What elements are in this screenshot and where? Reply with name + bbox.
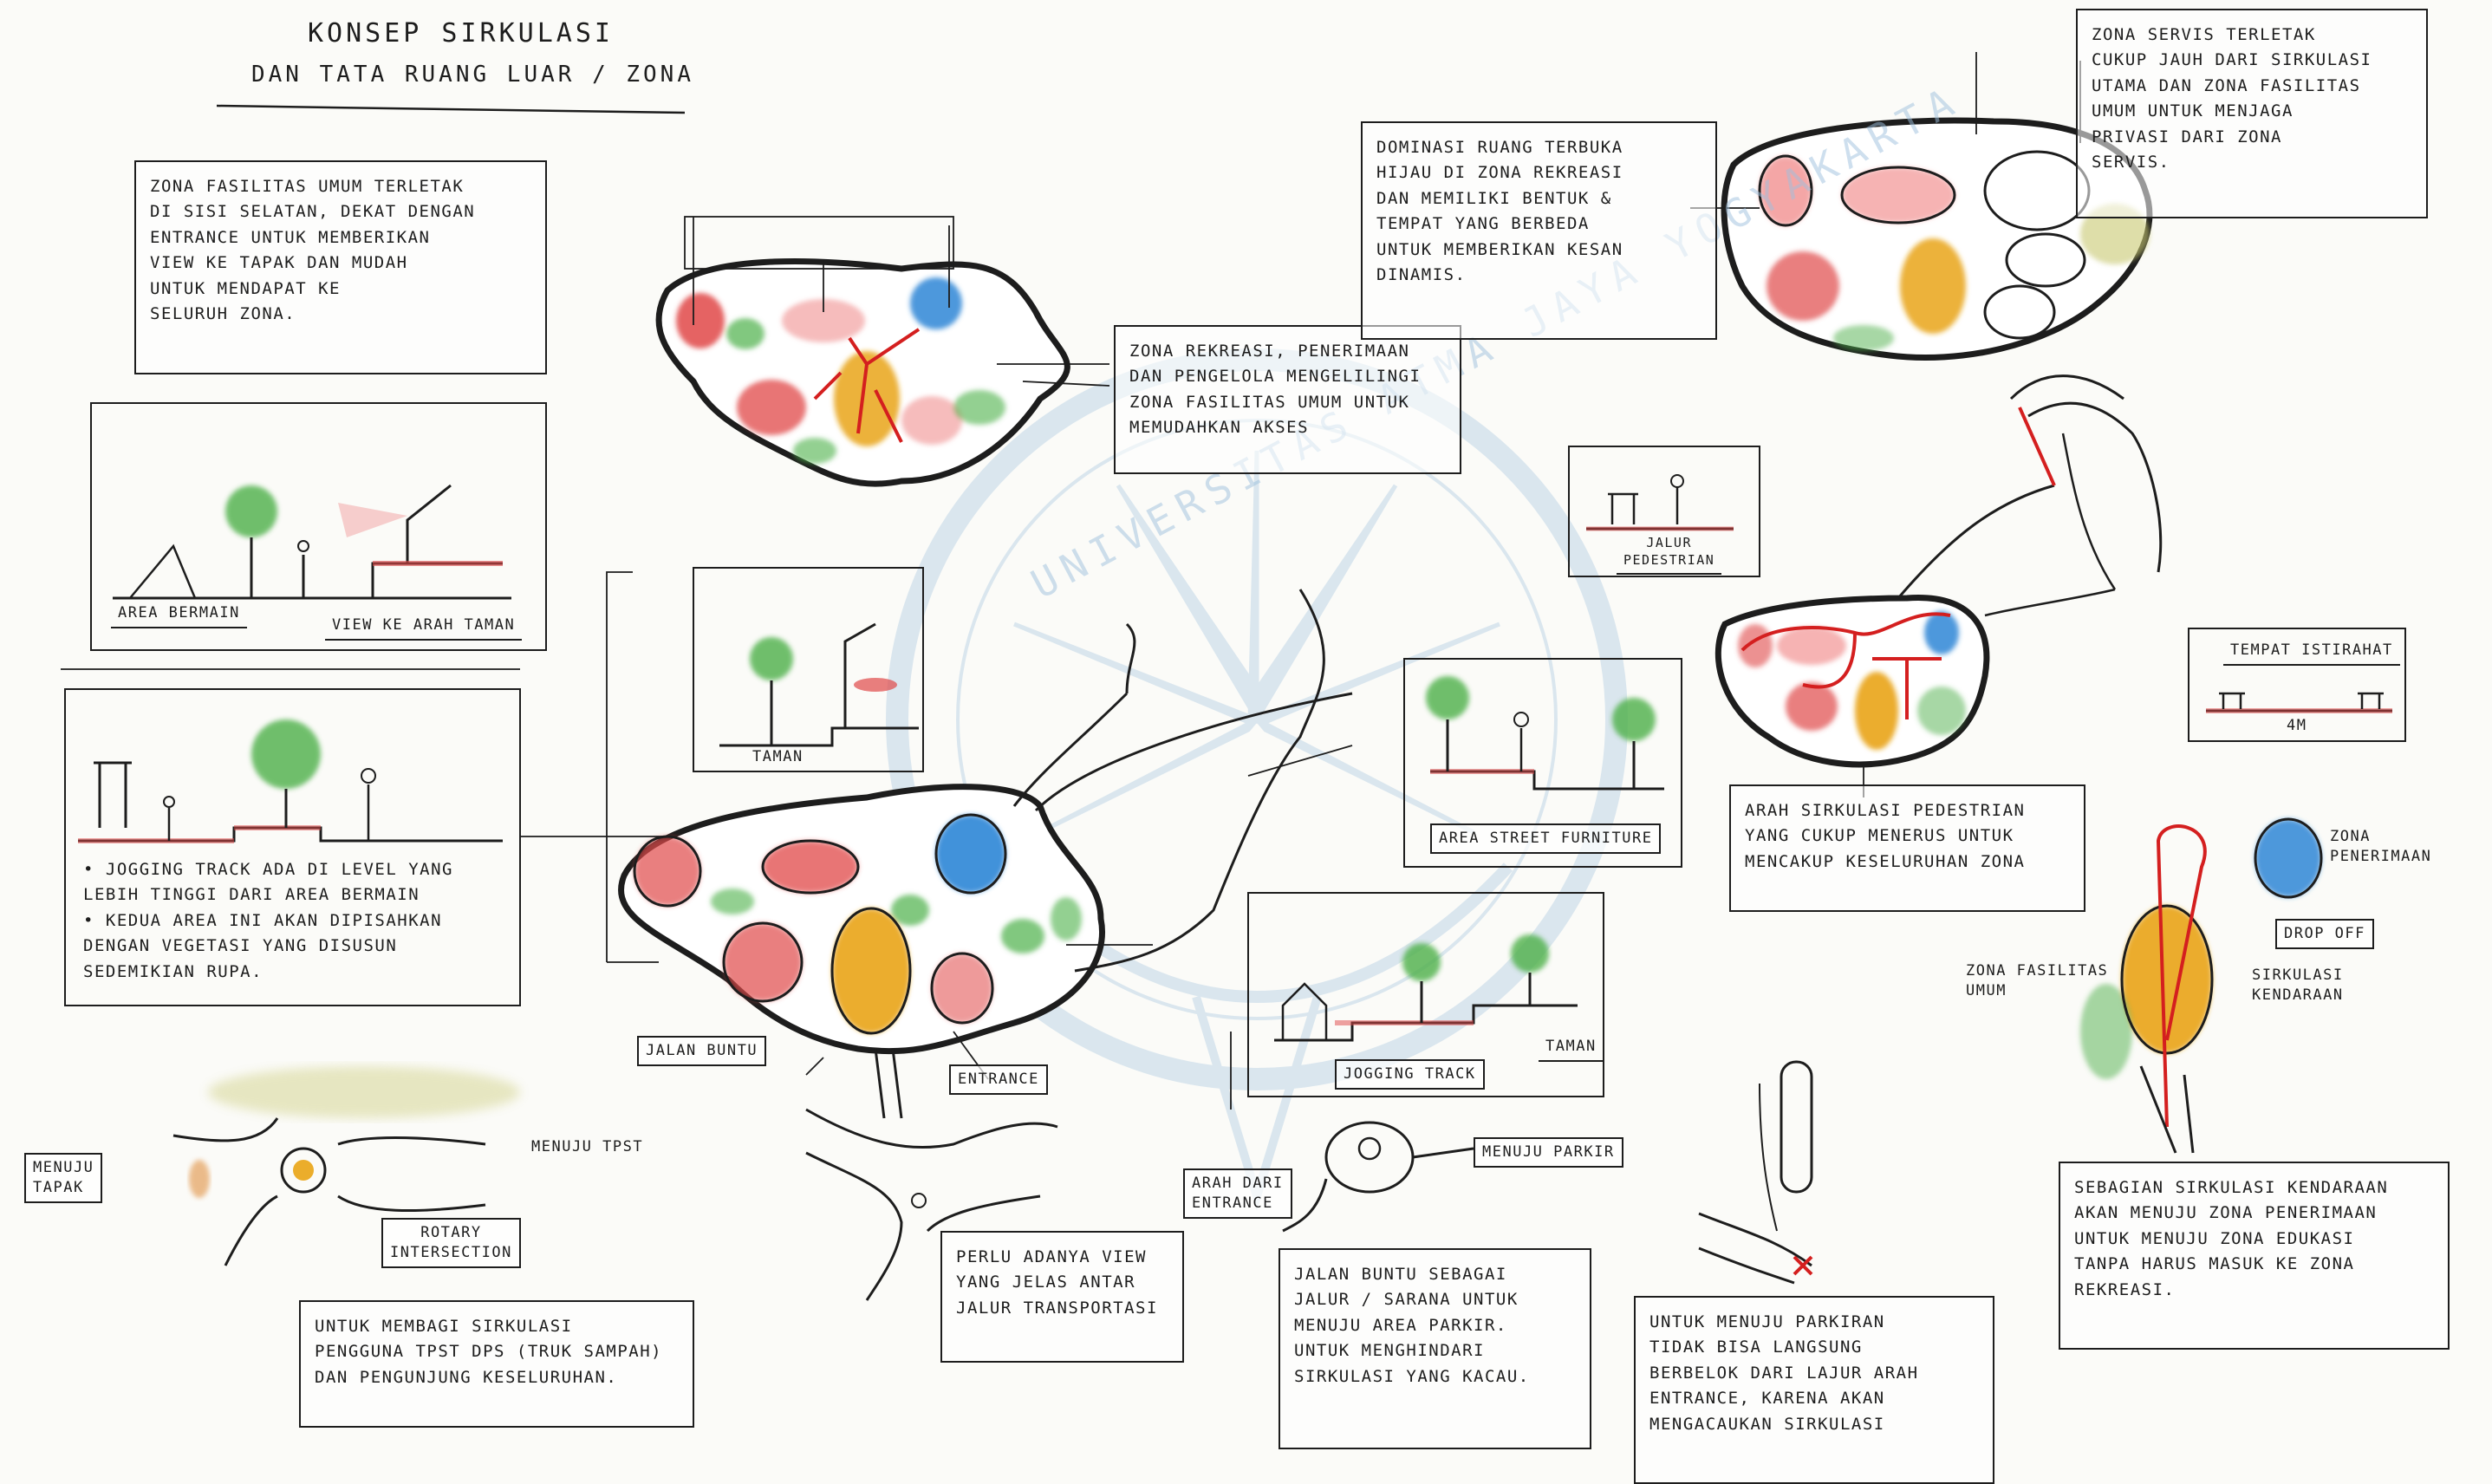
note-arah-sirkulasi: ARAH SIRKULASI PEDESTRIAN YANG CUKUP MEN… xyxy=(1729,784,2085,912)
note-membagi: UNTUK MEMBAGI SIRKULASI PENGGUNA TPST DP… xyxy=(299,1300,694,1428)
note-jalan-buntu: JALAN BUNTU SEBAGAI JALUR / SARANA UNTUK… xyxy=(1279,1248,1591,1449)
label-area-bermain: AREA BERMAIN xyxy=(111,600,247,628)
label-jogging-track: JOGGING TRACK xyxy=(1335,1059,1485,1090)
pedestrian-circulation-plan xyxy=(1718,376,2160,797)
label-rotary: ROTARY INTERSECTION xyxy=(381,1218,521,1268)
parking-entrance-diagram xyxy=(1699,1062,1812,1283)
note-dominasi: DOMINASI RUANG TERBUKA HIJAU DI ZONA REK… xyxy=(1361,121,1717,340)
label-tempat-istirahat: TEMPAT ISTIRAHAT xyxy=(2223,637,2400,666)
label-entrance: ENTRANCE xyxy=(949,1064,1048,1095)
parking-loop-diagram xyxy=(1283,1123,1474,1231)
label-dim-4m: 4M xyxy=(2280,713,2313,739)
note-sebagian: SEBAGIAN SIRKULASI KENDARAAN AKAN MENUJU… xyxy=(2059,1162,2450,1350)
note-perlu: PERLU ADANYA VIEW YANG JELAS ANTAR JALUR… xyxy=(940,1231,1184,1363)
label-zona-penerimaan: ZONA PENERIMAAN xyxy=(2323,823,2438,870)
diagram-title: KONSEP SIRKULASI xyxy=(308,19,614,48)
label-sirkulasi-kendaraan: SIRKULASI KENDARAAN xyxy=(2245,962,2351,1009)
label-view-taman: VIEW KE ARAH TAMAN xyxy=(325,612,522,641)
label-arah-dari-entrance: ARAH DARI ENTRANCE xyxy=(1183,1168,1292,1219)
diagram-subtitle: DAN TATA RUANG LUAR / ZONA xyxy=(251,62,694,88)
label-jalan-buntu: JALAN BUNTU xyxy=(637,1036,766,1066)
note-zona-rekreasi: ZONA REKREASI, PENERIMAAN DAN PENGELOLA … xyxy=(1114,325,1461,474)
label-menuju-tapak: MENUJU TAPAK xyxy=(24,1153,102,1203)
note-parkiran: UNTUK MENUJU PARKIRAN TIDAK BISA LANGSUN… xyxy=(1634,1296,1994,1484)
label-menuju-tpst: MENUJU TPST xyxy=(524,1134,650,1161)
label-taman-1: TAMAN xyxy=(745,744,810,772)
title-underline xyxy=(217,106,685,113)
label-menuju-parkir: MENUJU PARKIR xyxy=(1474,1137,1623,1168)
label-jalur-pedestrian: JALUR PEDESTRIAN xyxy=(1617,530,1721,575)
label-drop-off: DROP OFF xyxy=(2275,919,2374,949)
note-zona-fasilitas: ZONA FASILITAS UMUM TERLETAK DI SISI SEL… xyxy=(134,160,547,374)
label-zona-fasilitas-umum: ZONA FASILITAS UMUM xyxy=(1959,958,2115,1005)
label-area-street: AREA STREET FURNITURE xyxy=(1430,823,1661,854)
label-taman-2: TAMAN xyxy=(1539,1033,1604,1062)
note-zona-servis: ZONA SERVIS TERLETAK CUKUP JAUH DARI SIR… xyxy=(2076,9,2428,218)
note-jogging: • JOGGING TRACK ADA DI LEVEL YANG LEBIH … xyxy=(69,845,539,997)
